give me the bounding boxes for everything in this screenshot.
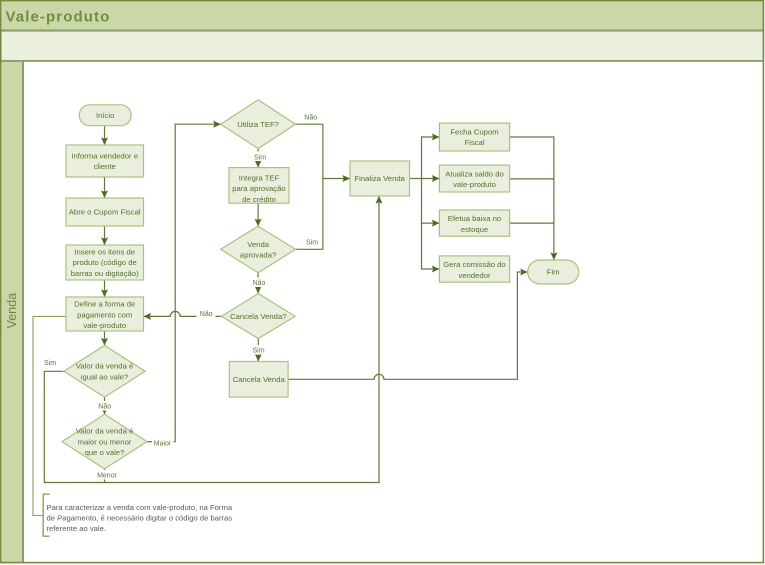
svg-text:Fim: Fim <box>547 268 560 277</box>
svg-text:referente ao vale.: referente ao vale. <box>47 524 106 533</box>
svg-text:Início: Início <box>96 111 114 120</box>
svg-text:Sim: Sim <box>306 239 318 246</box>
svg-text:Venda: Venda <box>5 293 19 329</box>
svg-text:Finaliza Venda: Finaliza Venda <box>354 174 405 183</box>
svg-text:Para caracterizar a venda com: Para caracterizar a venda com vale-produ… <box>47 503 233 512</box>
svg-text:Não: Não <box>200 311 213 318</box>
svg-text:Não: Não <box>98 403 111 410</box>
svg-text:Não: Não <box>253 280 266 287</box>
svg-text:Sim: Sim <box>252 347 264 354</box>
svg-text:Menor: Menor <box>97 473 118 480</box>
svg-text:Abre o Cupom Fiscal: Abre o Cupom Fiscal <box>69 208 141 217</box>
svg-text:Vale-produto: Vale-produto <box>6 9 111 26</box>
svg-text:Cancela Venda?: Cancela Venda? <box>230 312 286 321</box>
svg-text:Maior: Maior <box>154 440 172 447</box>
svg-text:Cancela Venda: Cancela Venda <box>233 375 286 384</box>
svg-text:de Pagamento, é necessário dig: de Pagamento, é necessário digitar o cód… <box>47 513 233 522</box>
svg-text:Não: Não <box>304 114 317 121</box>
svg-text:Sim: Sim <box>254 154 266 161</box>
svg-text:Sim: Sim <box>44 360 56 367</box>
svg-text:Utiliza TEF?: Utiliza TEF? <box>237 120 279 129</box>
